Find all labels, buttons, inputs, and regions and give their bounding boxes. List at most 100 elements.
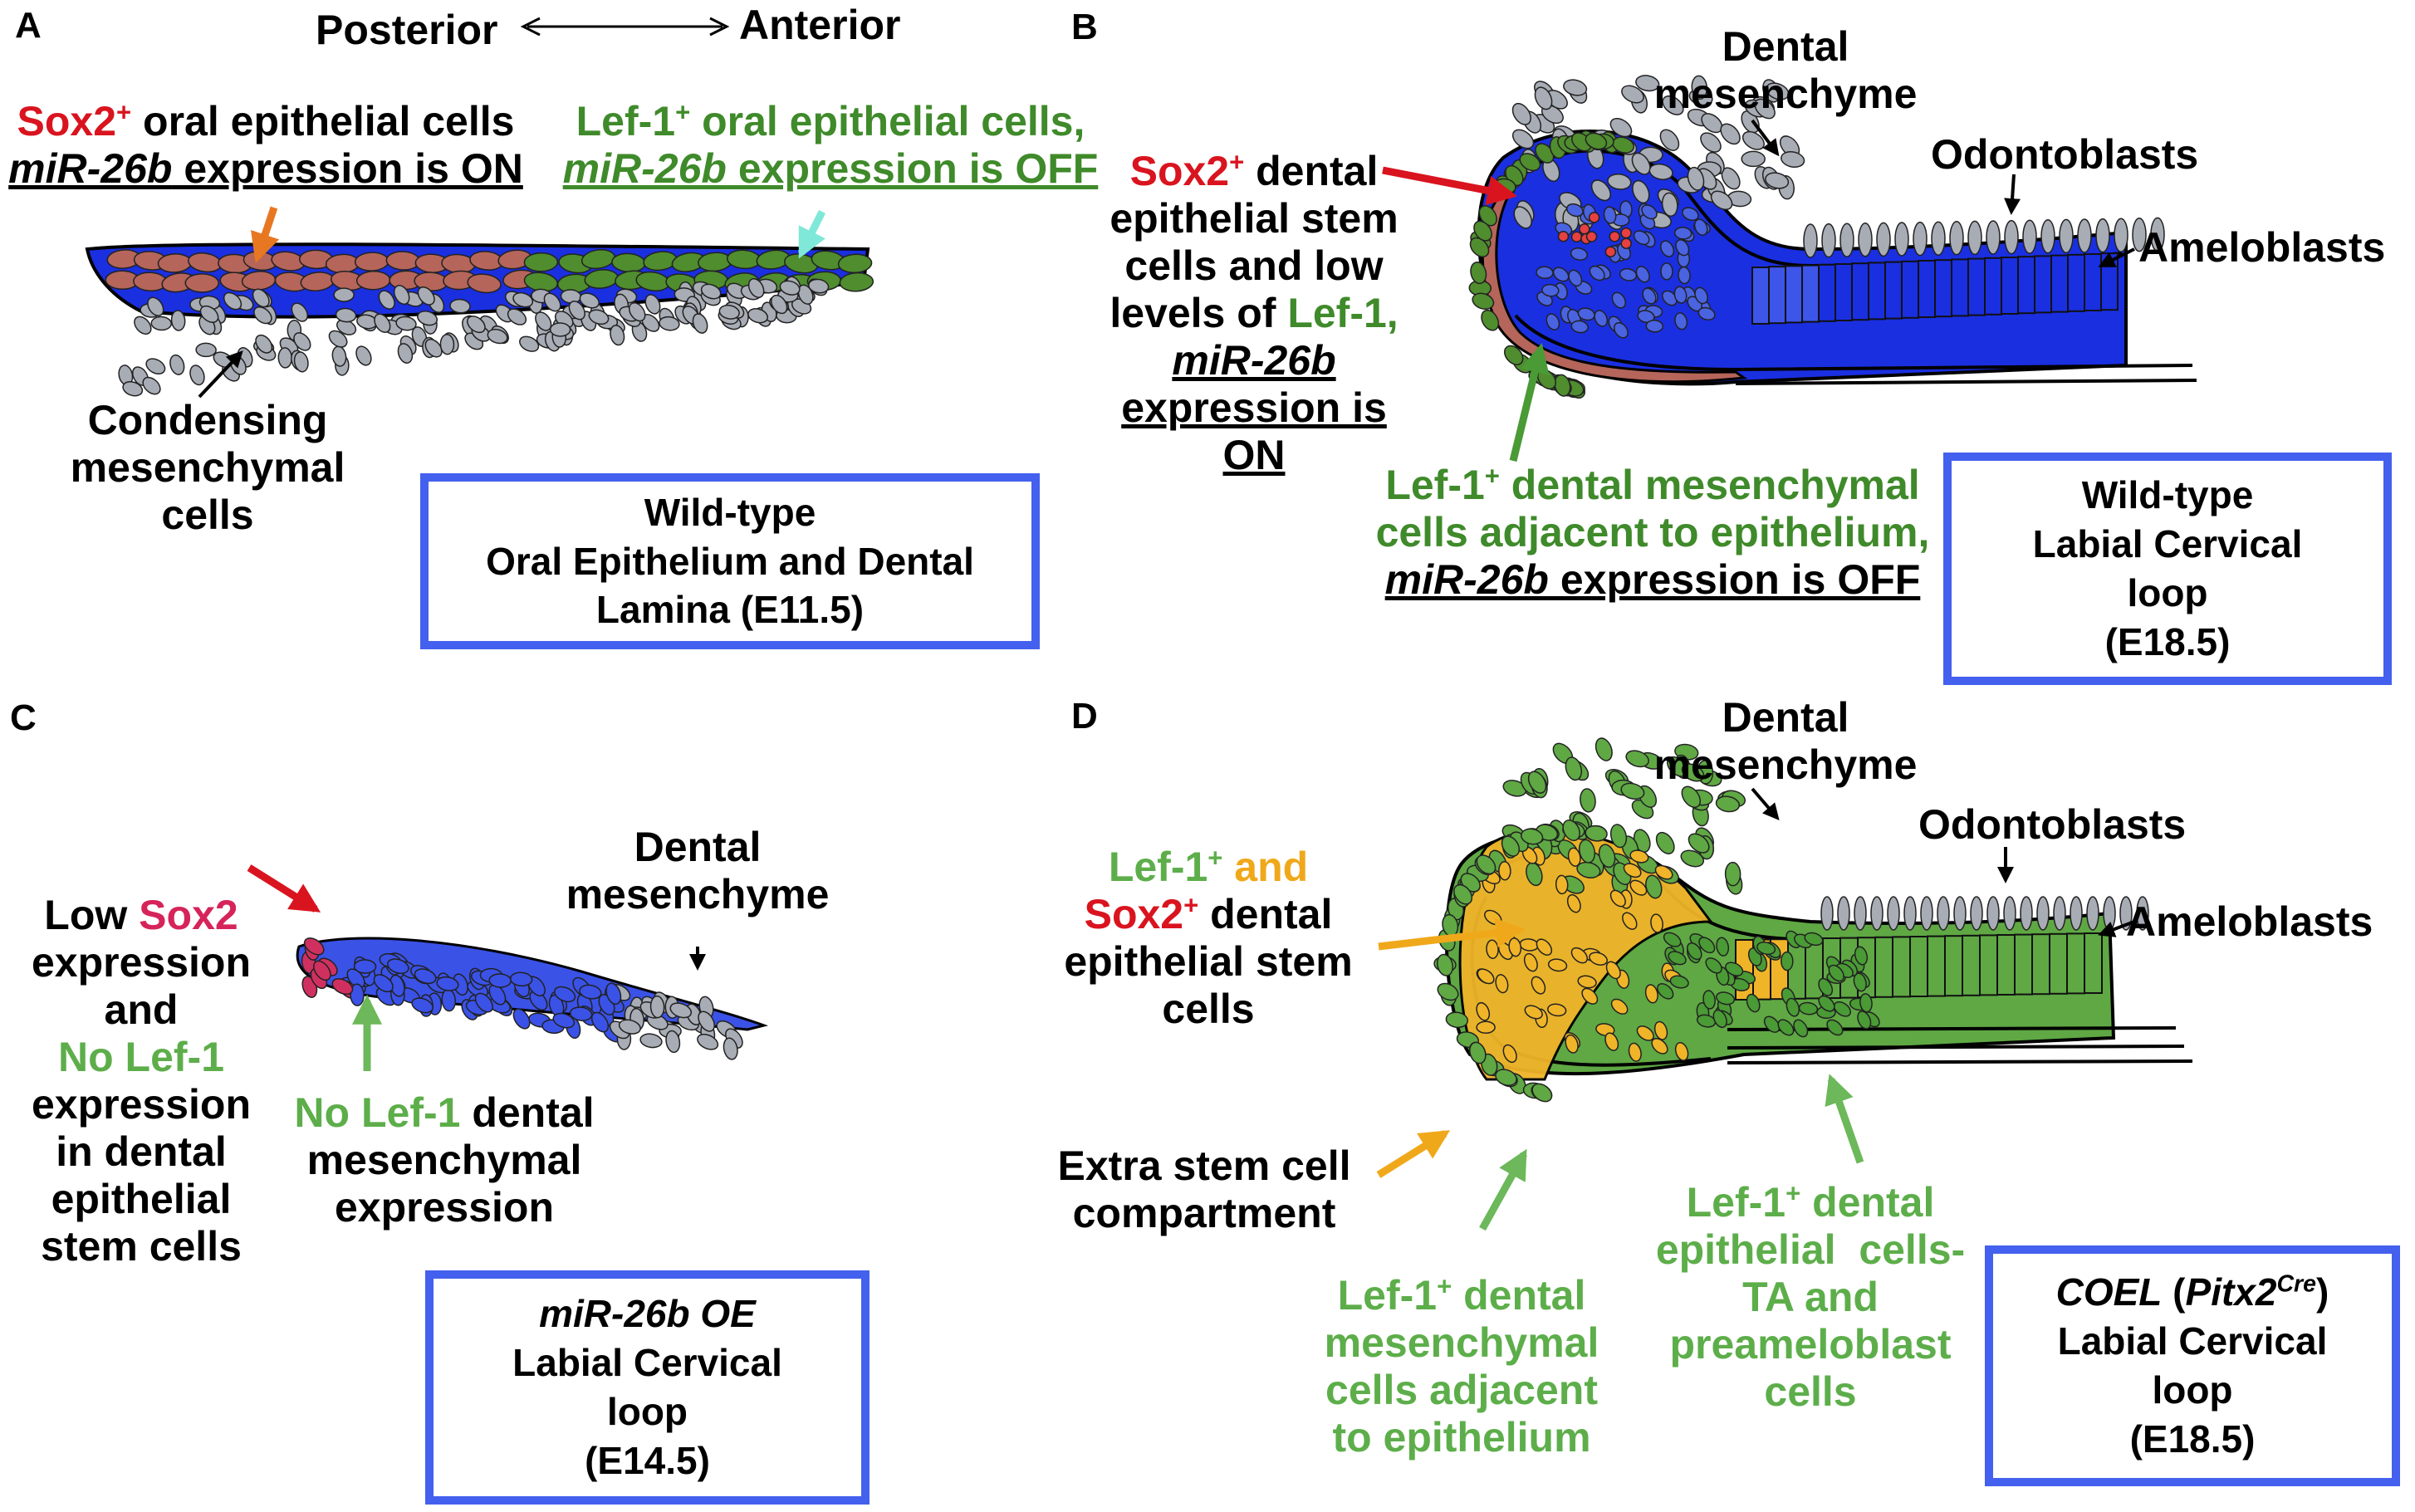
cell-icon — [692, 313, 708, 334]
cell-icon — [2004, 219, 2019, 255]
cell-icon — [1804, 932, 1824, 947]
cell-icon — [1565, 756, 1583, 781]
cell-icon — [291, 302, 308, 322]
cell-icon — [1700, 132, 1722, 153]
cell-icon — [2040, 219, 2055, 254]
cell-icon — [1620, 227, 1632, 239]
cell-icon — [1756, 941, 1776, 956]
cell-icon — [797, 284, 814, 305]
cell-icon — [1887, 896, 1900, 931]
cell-icon — [1716, 991, 1736, 1006]
cell-icon — [169, 354, 185, 375]
cell-icon — [414, 968, 437, 985]
cell-icon — [1567, 847, 1581, 867]
cell-icon — [1663, 932, 1682, 947]
arrow-icon — [520, 17, 541, 37]
cell-icon — [1563, 79, 1588, 96]
cell-icon — [1552, 267, 1570, 282]
cell-icon — [1681, 785, 1702, 809]
cell-icon — [1637, 310, 1655, 324]
cell-icon — [1828, 964, 1844, 982]
cell-icon — [1702, 990, 1716, 1010]
cell-icon — [1801, 264, 1820, 323]
cell-icon — [1874, 936, 1893, 998]
lef1-mesenchymal-label-d: Lef-1+ dental mesenchymal cells adjacent… — [1324, 1271, 1599, 1461]
arrows — [198, 17, 2135, 1231]
cell-icon — [1570, 247, 1589, 261]
cell-icon — [1511, 102, 1531, 125]
cell-icon — [1620, 782, 1645, 800]
cell-icon — [1937, 896, 1950, 931]
cell-icon — [2020, 896, 2033, 931]
cell-icon — [184, 273, 219, 293]
cell-icon — [1920, 896, 1933, 931]
cell-icon — [1620, 237, 1632, 249]
cell-icon — [1524, 1005, 1543, 1020]
cell-icon — [1609, 117, 1633, 138]
cell-icon — [487, 328, 508, 345]
cell-icon — [134, 316, 152, 335]
cell-icon — [1651, 1038, 1668, 1054]
cell-icon — [1818, 977, 1834, 996]
cell-icon — [1857, 1010, 1872, 1030]
cell-icon — [303, 937, 325, 956]
cell-icon — [1763, 1015, 1781, 1033]
cell-icon — [1554, 374, 1571, 397]
cell-icon — [1853, 972, 1867, 992]
cell-icon — [543, 292, 561, 312]
cell-icon — [2066, 932, 2085, 995]
cell-icon — [1688, 833, 1710, 854]
cell-icon — [644, 294, 661, 315]
cell-icon — [1614, 322, 1629, 339]
cell-icon — [488, 984, 507, 1006]
cell-icon — [393, 285, 410, 306]
cell-icon — [1609, 824, 1628, 849]
cell-icon — [436, 976, 459, 991]
cell-icon — [1568, 269, 1583, 287]
cell-icon — [507, 308, 527, 325]
cell-icon — [639, 1033, 663, 1049]
cell-icon — [1821, 223, 1836, 258]
cell-icon — [697, 1033, 719, 1050]
cell-icon — [2031, 933, 2050, 996]
panel-c-tissue — [296, 937, 769, 1060]
axis-anterior-label: Anterior — [739, 2, 901, 48]
cell-icon — [2003, 896, 2016, 931]
cell-icon — [333, 287, 355, 302]
cell-icon — [1710, 190, 1733, 211]
cell-icon — [1469, 1041, 1487, 1064]
cell-icon — [1673, 286, 1688, 304]
cell-icon — [277, 347, 293, 369]
cell-icon — [1546, 313, 1560, 330]
cell-icon — [1590, 179, 1611, 202]
cell-icon — [1603, 206, 1617, 224]
cell-icon — [698, 1010, 715, 1032]
cell-icon — [523, 252, 559, 272]
arrow-icon — [2098, 920, 2135, 937]
cell-icon — [1696, 1014, 1717, 1028]
cell-icon — [1633, 230, 1650, 246]
cell-icon — [1768, 266, 1786, 325]
cell-icon — [1605, 961, 1621, 980]
lef1-dental-mesenchymal-label-b: Lef-1+ dental mesenchymal cells adjacent… — [1375, 461, 1930, 603]
cell-icon — [1521, 828, 1544, 845]
sox2-dental-stem-label: Sox2+ dental epithelial stem cells and l… — [1110, 147, 1399, 478]
cell-icon — [1495, 1069, 1517, 1086]
lef1-oral-epithelial-label: Lef-1+ oral epithelial cells, miR-26b ex… — [562, 97, 1099, 192]
cell-icon — [1698, 937, 1716, 954]
cell-icon — [1835, 263, 1853, 321]
cell-icon — [549, 322, 571, 337]
panel-b-tissue — [1468, 75, 2197, 399]
cell-icon — [1511, 129, 1535, 149]
cell-icon — [1741, 130, 1765, 150]
panel-a-tissue — [85, 242, 874, 397]
cell-icon — [1712, 1009, 1727, 1029]
cell-icon — [1541, 283, 1560, 297]
cell-icon — [1754, 98, 1776, 120]
cell-icon — [1621, 85, 1644, 104]
cell-icon — [2114, 218, 2128, 252]
